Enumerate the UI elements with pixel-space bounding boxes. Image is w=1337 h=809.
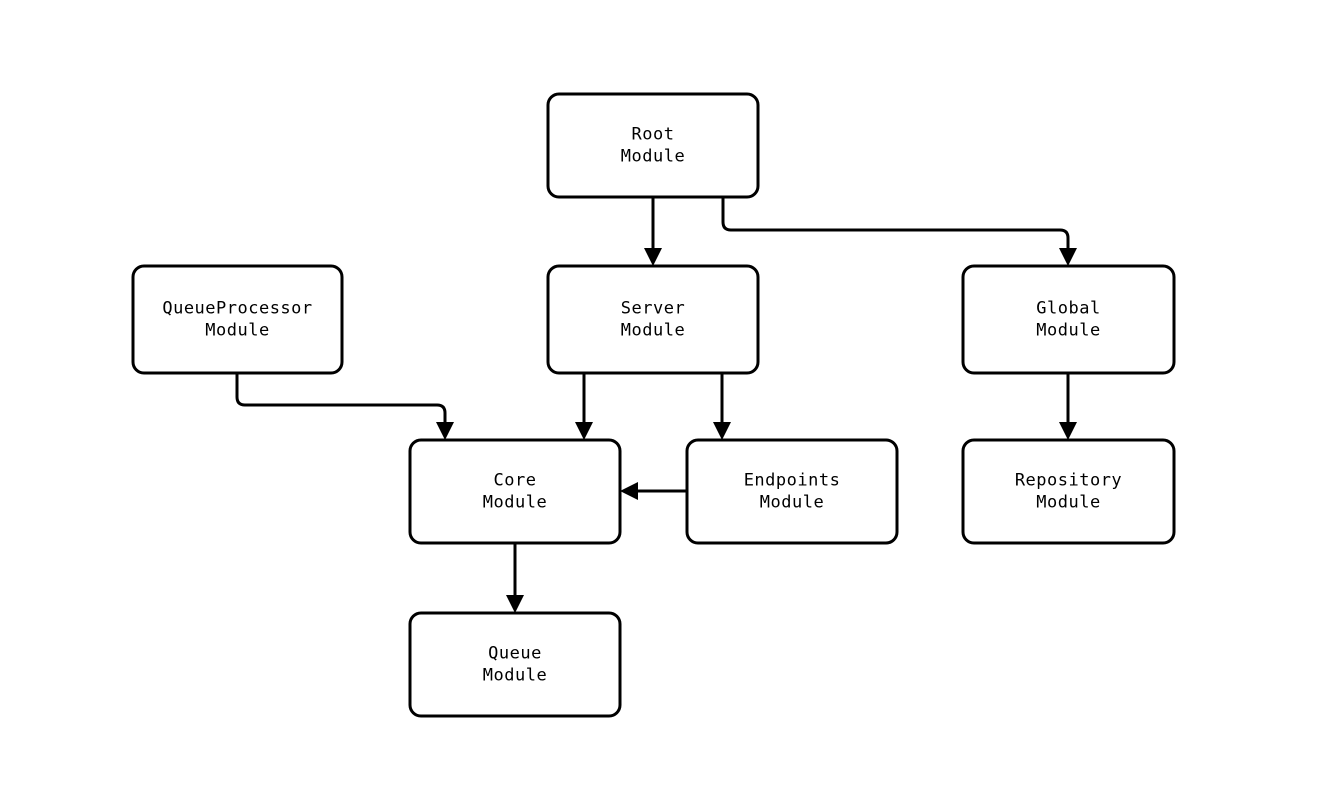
- edge-line: [721, 197, 1070, 252]
- node-label-line1: Repository: [1015, 471, 1122, 491]
- arrow-head-icon: [620, 482, 638, 500]
- nodes-layer: RootModuleQueueProcessorModuleServerModu…: [131, 92, 1176, 718]
- node-label-line2: Module: [621, 147, 685, 167]
- edge-root-to-server: [644, 197, 662, 266]
- edges-layer: [235, 197, 1077, 613]
- node-box[interactable]: [131, 264, 344, 375]
- node-label-line1: Global: [1036, 299, 1100, 319]
- node-label-line1: QueueProcessor: [162, 299, 312, 319]
- edge-endpoints-to-core: [620, 482, 687, 500]
- edge-root-to-global: [721, 197, 1077, 266]
- edge-line: [235, 373, 447, 426]
- node-label-line1: Server: [621, 299, 685, 319]
- node-label-line2: Module: [205, 321, 269, 341]
- edge-server-to-endpoints: [713, 373, 731, 440]
- node-box[interactable]: [685, 438, 899, 545]
- arrow-head-icon: [644, 248, 662, 266]
- node-label-line2: Module: [1036, 493, 1100, 513]
- node-label-line1: Root: [632, 125, 675, 145]
- node-label-line2: Module: [621, 321, 685, 341]
- node-box[interactable]: [546, 92, 760, 199]
- edge-server-to-core: [575, 373, 593, 440]
- node-label-line2: Module: [483, 666, 547, 686]
- arrow-head-icon: [1059, 248, 1077, 266]
- arrow-head-icon: [713, 422, 731, 440]
- node-label-line1: Core: [494, 471, 537, 491]
- node-label-line1: Queue: [488, 644, 542, 664]
- node-box[interactable]: [546, 264, 760, 375]
- node-box[interactable]: [408, 438, 622, 545]
- edge-core-to-queue: [506, 543, 524, 613]
- arrow-head-icon: [1059, 422, 1077, 440]
- edge-queueprocessor-to-core: [235, 373, 454, 440]
- edge-global-to-repository: [1059, 373, 1077, 440]
- arrow-head-icon: [436, 422, 454, 440]
- arrow-head-icon: [506, 595, 524, 613]
- node-label-line1: Endpoints: [744, 471, 841, 491]
- node-box[interactable]: [961, 438, 1176, 545]
- node-label-line2: Module: [483, 493, 547, 513]
- node-box[interactable]: [961, 264, 1176, 375]
- node-label-line2: Module: [1036, 321, 1100, 341]
- arrow-head-icon: [575, 422, 593, 440]
- node-label-line2: Module: [760, 493, 824, 513]
- node-box[interactable]: [408, 611, 622, 718]
